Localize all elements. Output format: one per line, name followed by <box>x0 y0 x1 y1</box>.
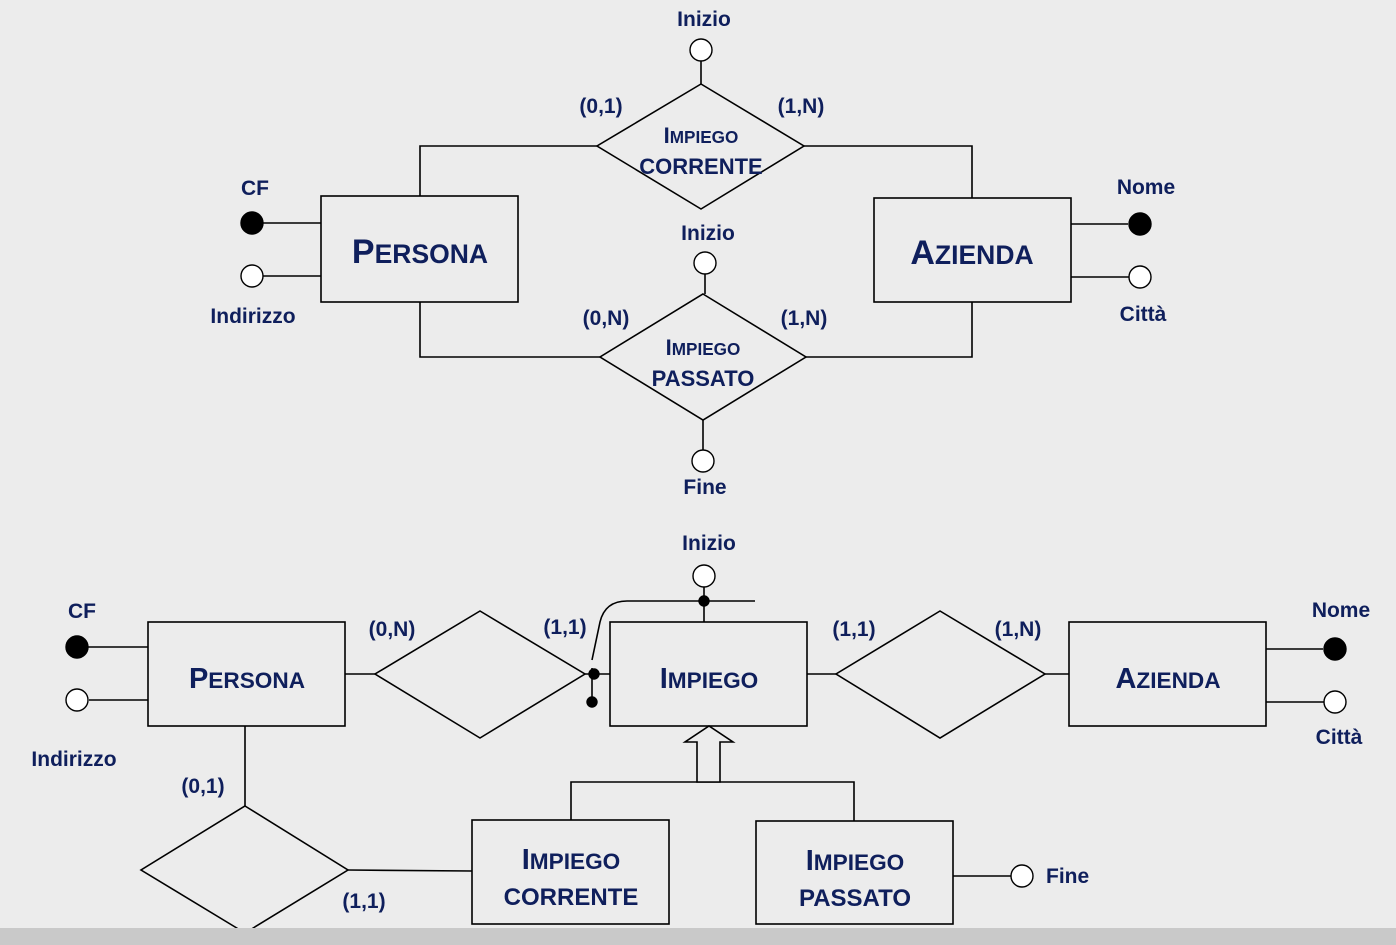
attribute-fine-label: Fine <box>683 476 726 499</box>
attribute-inizio-bottom-label: Inizio <box>682 532 736 555</box>
line-impiego-passato-azienda <box>806 302 973 358</box>
relationship-impiego-passato-label-2: PASSATO <box>652 366 755 391</box>
cardinality-persona-impiego: (0,N) <box>369 618 416 641</box>
attribute-citta-circle <box>1128 265 1152 289</box>
cardinality-persona-passato: (0,N) <box>583 307 630 330</box>
attribute-indirizzo-bottom-label: Indirizzo <box>31 748 116 771</box>
attribute-inizio-passato-circle <box>693 251 717 275</box>
attribute-fine-bottom-circle <box>1010 864 1034 888</box>
cardinality-impiego-persona: (1,1) <box>543 616 586 639</box>
bottom-diagram: PERSONA IMPIEGO AZIENDA IMPIEGO CORRENTE… <box>31 532 1370 934</box>
attribute-inizio-bottom-circle <box>692 564 716 588</box>
generalization-branch-lines <box>570 781 855 821</box>
identifier-dot-top <box>698 595 710 607</box>
relationship-impiego-passato-label-1: IMPIEGO <box>666 335 741 360</box>
attribute-nome-label: Nome <box>1117 176 1175 199</box>
entity-persona-bottom: PERSONA <box>147 621 346 727</box>
entity-persona: PERSONA <box>320 195 519 303</box>
attribute-fine-bottom-label: Fine <box>1046 865 1089 888</box>
identifier-dot-middle <box>588 668 600 680</box>
attribute-inizio-passato-label: Inizio <box>681 222 735 245</box>
cardinality-persona-corrente-bottom: (0,1) <box>181 775 224 798</box>
entity-azienda: AZIENDA <box>873 197 1072 303</box>
attribute-fine-circle <box>691 449 715 473</box>
attribute-citta-label: Città <box>1120 303 1167 326</box>
relationship-impiego-corrente-label-2: CORRENTE <box>639 154 762 179</box>
top-diagram: PERSONA AZIENDA IMPIEGO CORRENTE IMPIEGO… <box>210 8 1175 499</box>
attribute-indirizzo-bottom-circle <box>65 688 89 712</box>
attribute-cf-bottom-label: CF <box>68 600 96 623</box>
relationship-impiego-azienda <box>834 610 1047 739</box>
attribute-citta-bottom-label: Città <box>1316 726 1363 749</box>
cardinality-azienda-impiego: (1,N) <box>995 618 1042 641</box>
entity-impiego-passato: IMPIEGO PASSATO <box>755 820 954 925</box>
entity-impiego-corrente-label-1: IMPIEGO <box>522 844 621 876</box>
attribute-inizio-corrente-circle <box>689 38 713 62</box>
cardinality-corrente-persona-bottom: (1,1) <box>342 890 385 913</box>
entity-impiego-label: IMPIEGO <box>660 663 759 695</box>
attribute-cf-label: CF <box>241 177 269 200</box>
entity-impiego: IMPIEGO <box>609 621 808 727</box>
relationship-impiego-passato: IMPIEGO PASSATO <box>598 293 808 421</box>
line-impiego-corrente-azienda <box>804 145 973 198</box>
attribute-cf-key-circle <box>240 211 264 235</box>
entity-azienda-label: AZIENDA <box>910 234 1033 272</box>
cardinality-azienda-corrente: (1,N) <box>778 95 825 118</box>
attribute-inizio-corrente-label: Inizio <box>677 8 731 31</box>
line-external-identifier <box>591 600 755 661</box>
entity-impiego-corrente: IMPIEGO CORRENTE <box>471 819 670 925</box>
line-persona-impiego-passato <box>419 302 600 358</box>
cardinality-impiego-azienda: (1,1) <box>832 618 875 641</box>
entity-azienda-bottom-label: AZIENDA <box>1115 663 1220 695</box>
attribute-indirizzo-circle <box>240 264 264 288</box>
attribute-nome-bottom-key-circle <box>1323 637 1347 661</box>
attribute-citta-bottom-circle <box>1323 690 1347 714</box>
entity-persona-bottom-label: PERSONA <box>189 663 305 695</box>
entity-azienda-bottom: AZIENDA <box>1068 621 1267 727</box>
entity-impiego-passato-label-2: PASSATO <box>799 885 911 912</box>
relationship-persona-impiego-corrente <box>139 805 350 934</box>
attribute-nome-bottom-label: Nome <box>1312 599 1370 622</box>
cardinality-azienda-passato: (1,N) <box>781 307 828 330</box>
relationship-impiego-corrente: IMPIEGO CORRENTE <box>595 83 806 210</box>
entity-impiego-passato-label-1: IMPIEGO <box>806 845 905 877</box>
line-persona-impiego-corrente <box>419 145 597 196</box>
identifier-dot-bottom <box>586 696 598 708</box>
attribute-indirizzo-label: Indirizzo <box>210 305 295 328</box>
attribute-nome-key-circle <box>1128 212 1152 236</box>
attribute-cf-bottom-key-circle <box>65 635 89 659</box>
generalization-arrow <box>682 725 736 783</box>
relationship-persona-impiego <box>373 610 587 739</box>
line-rel-corrente-impiego-corrente <box>347 869 473 872</box>
entity-impiego-corrente-label-2: CORRENTE <box>504 884 639 911</box>
entity-persona-label: PERSONA <box>352 233 488 271</box>
relationship-impiego-corrente-label-1: IMPIEGO <box>664 123 739 148</box>
cardinality-persona-corrente: (0,1) <box>579 95 622 118</box>
bottom-status-bar <box>0 928 1396 945</box>
